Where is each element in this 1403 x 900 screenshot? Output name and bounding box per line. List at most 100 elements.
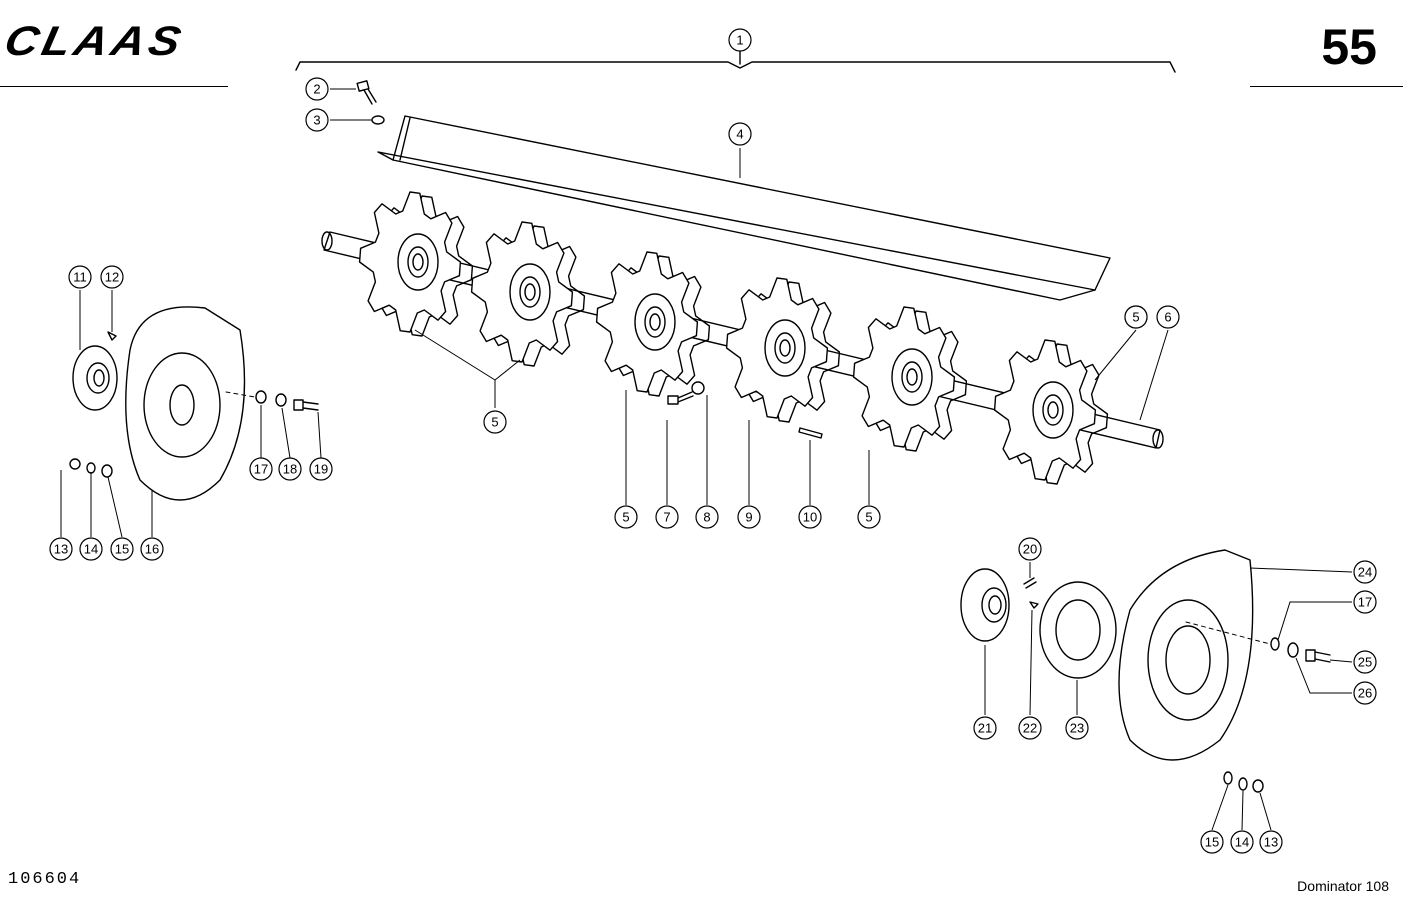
- leader-lines: [60, 88, 1353, 831]
- header-rule-right: [1250, 86, 1403, 87]
- grease-nipple-part-22: [1029, 601, 1039, 609]
- callout-label: 5: [622, 510, 629, 525]
- washer-part-15-right: [1223, 771, 1233, 785]
- callout-label: 24: [1358, 565, 1372, 580]
- gasket-part-23: [1039, 581, 1117, 679]
- callout-7: 7: [655, 505, 679, 529]
- drawing-number: 106604: [8, 870, 82, 889]
- callout-14: 14: [79, 537, 103, 561]
- callout-label: 10: [803, 510, 817, 525]
- callout-group: 1234555556789101112131415161718192021222…: [49, 28, 1377, 854]
- callout-4: 4: [728, 122, 752, 146]
- callout-6: 6: [1156, 305, 1180, 329]
- model-name: Dominator 108: [1297, 878, 1389, 894]
- callout-15: 15: [110, 537, 134, 561]
- callout-24: 24: [1353, 560, 1377, 584]
- callout-label: 7: [663, 510, 670, 525]
- star-wheel-2: [470, 221, 586, 367]
- callout-13: 13: [1259, 830, 1283, 854]
- bearing-part-11: [72, 345, 118, 411]
- callout-label: 17: [1358, 595, 1372, 610]
- callout-label: 16: [145, 542, 159, 557]
- grease-nipple-part-12: [107, 331, 117, 341]
- callout-label: 5: [1132, 310, 1139, 325]
- callout-label: 2: [313, 82, 320, 97]
- callout-label: 5: [865, 510, 872, 525]
- callout-label: 20: [1023, 542, 1037, 557]
- callout-label: 13: [54, 542, 68, 557]
- callout-16: 16: [140, 537, 164, 561]
- callout-2: 2: [305, 77, 329, 101]
- assembly-brace: [295, 61, 1176, 73]
- nut-part-8: [691, 381, 705, 395]
- side-plate-part-24: [1118, 549, 1254, 761]
- callout-23: 23: [1065, 716, 1089, 740]
- callout-15: 15: [1200, 830, 1224, 854]
- star-wheel-4: [725, 277, 841, 423]
- bolt-part-2: [356, 80, 377, 105]
- washer-part-3: [371, 115, 385, 125]
- callout-label: 17: [254, 462, 268, 477]
- star-wheel-1: [358, 191, 474, 337]
- callout-label: 8: [703, 510, 710, 525]
- header-rule-left: [0, 86, 228, 87]
- bolt-part-25: [1305, 649, 1331, 663]
- callout-label: 14: [84, 542, 98, 557]
- callout-label: 12: [105, 270, 119, 285]
- callout-8: 8: [695, 505, 719, 529]
- callout-1: 1: [728, 28, 752, 52]
- callout-label: 5: [491, 415, 498, 430]
- side-plate-part-16: [125, 306, 246, 501]
- callout-3: 3: [305, 108, 329, 132]
- nut-part-13-left: [69, 458, 81, 470]
- callout-5: 5: [1124, 305, 1148, 329]
- washer-part-14-right: [1238, 777, 1248, 791]
- callout-label: 9: [745, 510, 752, 525]
- bolt-part-19: [293, 399, 319, 411]
- callout-5: 5: [857, 505, 881, 529]
- callout-label: 18: [283, 462, 297, 477]
- washer-part-26: [1287, 642, 1299, 658]
- callout-26: 26: [1353, 681, 1377, 705]
- callout-label: 13: [1264, 835, 1278, 850]
- page-number: 55: [1321, 19, 1377, 75]
- callout-label: 11: [73, 270, 87, 285]
- callout-21: 21: [973, 716, 997, 740]
- bolt-part-7: [667, 391, 694, 405]
- callout-label: 22: [1023, 721, 1037, 736]
- callout-25: 25: [1353, 650, 1377, 674]
- callout-5: 5: [614, 505, 638, 529]
- callout-22: 22: [1018, 716, 1042, 740]
- callout-label: 6: [1164, 310, 1171, 325]
- callout-11: 11: [68, 265, 92, 289]
- washer-part-17-left: [255, 390, 267, 404]
- washer-part-14-left: [86, 462, 96, 474]
- callout-label: 3: [313, 113, 320, 128]
- washer-part-15-left: [101, 464, 113, 478]
- callout-14: 14: [1230, 830, 1254, 854]
- callout-18: 18: [278, 457, 302, 481]
- callout-9: 9: [737, 505, 761, 529]
- set-screw-part-20: [1023, 577, 1037, 589]
- callout-label: 25: [1358, 655, 1372, 670]
- callout-label: 15: [115, 542, 129, 557]
- washer-part-17-right: [1270, 637, 1280, 651]
- callout-20: 20: [1018, 537, 1042, 561]
- nut-part-13-right: [1252, 779, 1264, 793]
- callout-12: 12: [100, 265, 124, 289]
- callout-label: 23: [1070, 721, 1084, 736]
- callout-label: 1: [736, 33, 743, 48]
- callout-label: 21: [978, 721, 992, 736]
- star-wheel-3: [595, 251, 711, 397]
- callout-17: 17: [1353, 590, 1377, 614]
- callout-13: 13: [49, 537, 73, 561]
- callout-label: 26: [1358, 686, 1372, 701]
- callout-17: 17: [249, 457, 273, 481]
- bearing-part-21: [960, 568, 1010, 642]
- washer-part-18: [275, 393, 287, 407]
- callout-5: 5: [483, 410, 507, 434]
- angle-strip-part-4: [377, 115, 1111, 301]
- callout-label: 14: [1235, 835, 1249, 850]
- star-wheel-6: [993, 339, 1109, 485]
